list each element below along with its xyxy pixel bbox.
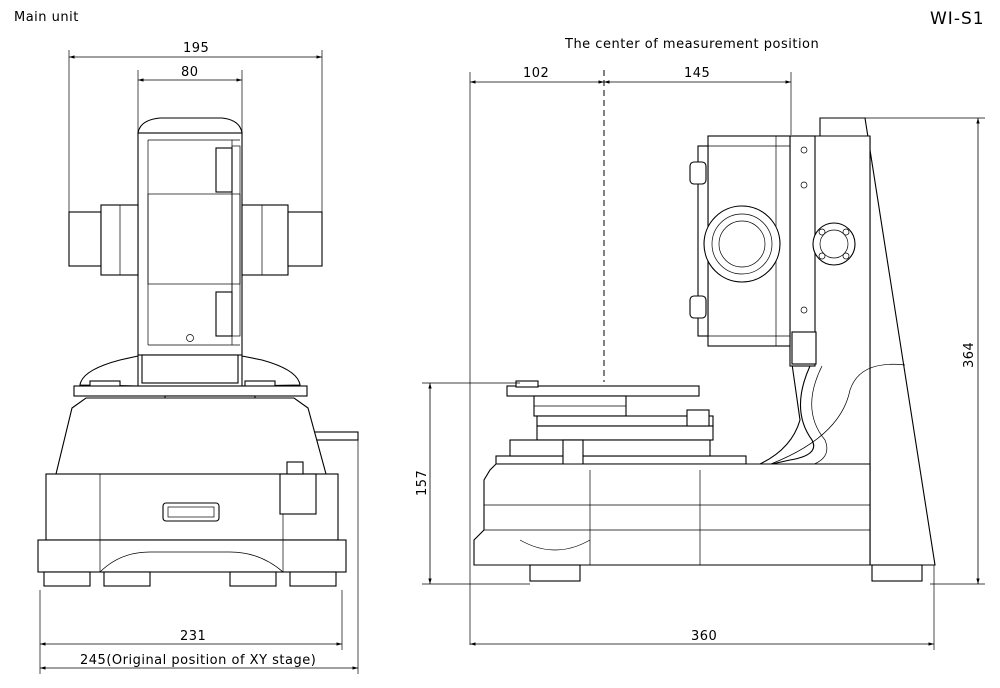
dim-label-157: 157 <box>415 470 430 496</box>
center-note: The center of measurement position <box>564 37 819 52</box>
dim-inner-width: 80 <box>137 65 243 135</box>
dim-label-102: 102 <box>523 66 549 81</box>
side-view: 102 145 <box>415 66 985 650</box>
dim-label-145: 145 <box>684 66 710 81</box>
dim-total-height: 364 <box>865 117 985 585</box>
dim-total-width: 360 <box>470 565 935 650</box>
dim-stage-height: 157 <box>415 382 530 585</box>
main-unit-title: Main unit <box>14 10 79 25</box>
dim-label-245: 245(Original position of XY stage) <box>80 653 316 668</box>
front-view: 195 80 <box>37 41 359 674</box>
dim-label-195: 195 <box>183 41 209 56</box>
dim-label-231: 231 <box>180 629 206 644</box>
dim-label-80: 80 <box>181 65 199 80</box>
model-title: WI-S1 <box>930 9 985 29</box>
dim-top-width: 195 <box>68 41 323 215</box>
dim-left-right-offsets: 102 145 <box>469 66 792 645</box>
dim-label-360: 360 <box>691 629 717 644</box>
dim-stage-width: 245(Original position of XY stage) <box>40 440 359 674</box>
dim-base-width: 231 <box>39 590 343 674</box>
dim-label-364: 364 <box>962 342 977 368</box>
